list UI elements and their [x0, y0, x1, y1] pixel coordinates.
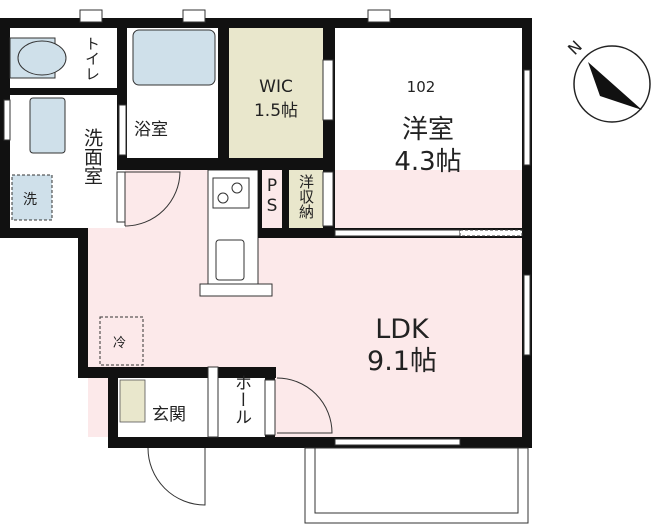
- washroom-label: 洗面室: [81, 128, 103, 185]
- washer-mark: 洗: [23, 192, 37, 208]
- wic-size: 1.5帖: [254, 101, 298, 121]
- hall-label: ホール: [231, 374, 251, 425]
- compass-north-label: N: [564, 37, 586, 59]
- door-swings: [124, 171, 529, 524]
- bathroom-label: 浴室: [134, 120, 168, 140]
- washer-space: [11, 174, 53, 221]
- wic-floor: [229, 28, 323, 158]
- western-room-label: 洋室: [402, 115, 454, 145]
- toilet-label: トイレ: [83, 36, 101, 81]
- ps-label: PS: [262, 176, 282, 216]
- western-room-size: 4.3帖: [394, 147, 461, 177]
- unit-number: 102: [407, 78, 436, 96]
- wic-label: WIC: [259, 77, 293, 97]
- windows: [3, 9, 531, 446]
- ldk-size: 9.1帖: [367, 346, 437, 377]
- entrance-label: 玄関: [152, 405, 186, 425]
- closet-floor: [289, 170, 323, 228]
- ldk-label: LDK: [375, 314, 430, 345]
- toilet-fixture: [9, 37, 67, 79]
- bathtub: [132, 29, 216, 86]
- fridge-space: [99, 316, 144, 366]
- closet-label: 洋収納: [297, 174, 315, 220]
- wash-basin: [29, 97, 66, 154]
- shoe-cabinet: [119, 379, 146, 423]
- kitchen-ledge: [199, 283, 273, 297]
- north-arrow-icon: [585, 57, 642, 112]
- compass: N: [564, 37, 651, 123]
- fridge-mark: 冷: [113, 336, 126, 351]
- stove: [212, 177, 250, 281]
